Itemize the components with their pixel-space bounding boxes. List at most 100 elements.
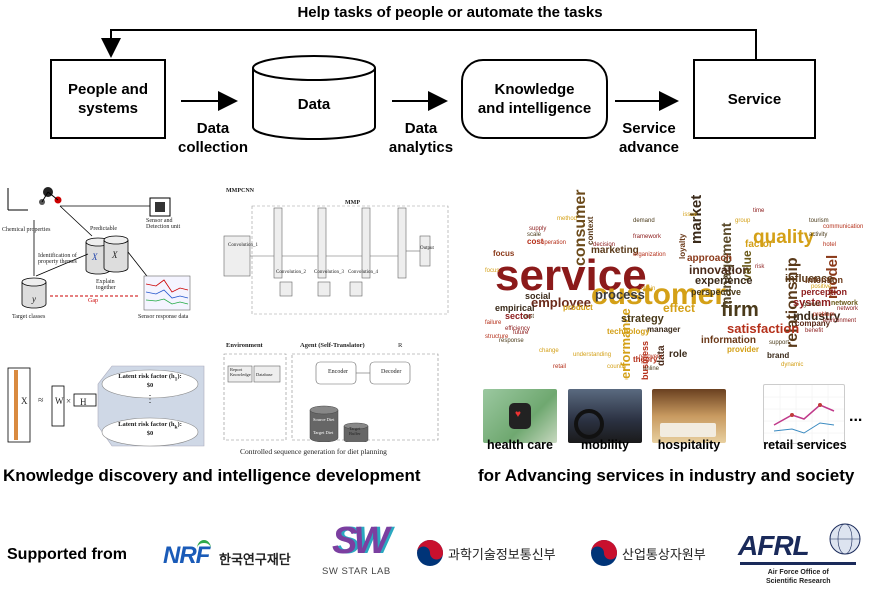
globe-icon bbox=[829, 523, 861, 555]
word-cloud-filler-word: demand bbox=[633, 218, 655, 224]
word-cloud-word: factor bbox=[745, 239, 773, 250]
word-cloud-filler-word: efficiency bbox=[505, 326, 530, 332]
retail-network-icon bbox=[764, 385, 844, 443]
word-cloud-word: theory bbox=[633, 355, 658, 364]
word-cloud-word: loyalty bbox=[678, 233, 687, 259]
word-cloud-filler-word: change bbox=[539, 348, 559, 354]
fig1-xc: X bbox=[92, 252, 98, 262]
word-cloud-word: social bbox=[525, 291, 551, 301]
fig1-diagram bbox=[7, 187, 191, 311]
fig3-times: × bbox=[66, 396, 72, 406]
fig4-target-diet: Target Diet bbox=[313, 430, 334, 435]
word-cloud-word: role bbox=[669, 349, 688, 360]
fig1-sensor-unit: Sensor and Detection unit bbox=[146, 218, 181, 230]
feedback-label: Help tasks of people or automate the tas… bbox=[297, 4, 603, 21]
word-cloud-word: intention bbox=[805, 275, 843, 285]
fig1-sensor-response: Sensor response data bbox=[138, 314, 189, 320]
photo-health-care: ♥ bbox=[483, 389, 557, 443]
word-cloud-filler-word: framework bbox=[633, 234, 662, 240]
word-cloud-word: system bbox=[793, 297, 831, 309]
fig3-risk1: Latent risk factor (h1): $0 bbox=[118, 373, 182, 389]
word-cloud-word: company bbox=[795, 319, 831, 328]
photo-hospitality bbox=[652, 389, 726, 443]
bed-icon bbox=[660, 423, 716, 437]
word-cloud-filler-word: cost bbox=[523, 314, 535, 320]
word-cloud-word: strategy bbox=[621, 313, 664, 325]
word-cloud-word: technology bbox=[607, 327, 650, 336]
feedback-loop-line bbox=[101, 29, 757, 60]
word-cloud-filler-word: issue bbox=[683, 212, 698, 218]
fig4-encoder: Encoder bbox=[328, 369, 348, 375]
word-cloud-filler-word: focus bbox=[485, 268, 500, 274]
word-cloud-word: employee bbox=[531, 295, 591, 310]
word-cloud-word: provider bbox=[727, 345, 760, 354]
word-cloud-filler-word: scale bbox=[527, 232, 542, 238]
word-cloud-filler-word: retail bbox=[553, 364, 567, 370]
fig1-chemical-properties: Chemical properties bbox=[2, 227, 51, 233]
fig3-dots: ⋮ bbox=[145, 394, 155, 405]
word-cloud-filler-word: organization bbox=[633, 252, 666, 258]
word-cloud-word: information bbox=[701, 335, 756, 346]
box-service: Service bbox=[693, 59, 816, 139]
word-cloud-filler-word: recovery bbox=[639, 354, 663, 360]
fig3-risk1-tail: ): bbox=[177, 373, 182, 380]
label-data-collection: Data collection bbox=[177, 120, 248, 156]
word-cloud-filler-word: tourism bbox=[809, 218, 829, 224]
right-heading: for Advancing services in industry and s… bbox=[478, 466, 855, 485]
motie-text: 산업통상자원부 bbox=[622, 547, 706, 562]
fig1-explain: Explain together bbox=[96, 279, 116, 291]
fig3-risk1-val: $0 bbox=[146, 382, 154, 390]
fig2-conv1: Convolution_1 bbox=[228, 243, 259, 248]
taegeuk-icon-2 bbox=[591, 540, 617, 566]
word-cloud-filler-word: growth bbox=[803, 302, 822, 308]
word-cloud-filler-word: chain bbox=[641, 286, 656, 292]
fig4-report-knowledge: Report Knowledge bbox=[230, 367, 251, 377]
word-cloud-filler-word: hotel bbox=[823, 242, 837, 248]
word-cloud-filler-word: method bbox=[557, 216, 578, 222]
word-cloud-word: cost bbox=[527, 237, 544, 246]
fig2-mmp: MMP bbox=[345, 200, 360, 206]
fig4-source-diet: Source Diet bbox=[313, 417, 335, 422]
word-cloud-filler-word: online bbox=[643, 366, 660, 372]
word-cloud-filler-word: network bbox=[837, 306, 859, 312]
word-cloud-word: perception bbox=[801, 287, 848, 297]
smartwatch-icon bbox=[509, 403, 531, 429]
fig3-risk2-sub: k bbox=[174, 424, 178, 431]
fig3-risk1-sub: 1 bbox=[174, 376, 178, 383]
word-cloud-word: innovation bbox=[689, 263, 750, 277]
box-people-systems-label: People and systems bbox=[67, 81, 149, 117]
sw-text: SW STAR LAB bbox=[322, 566, 391, 577]
photo-mobility bbox=[568, 389, 642, 443]
fig1-target-classes: Target classes bbox=[12, 314, 46, 320]
fig3-diagram bbox=[7, 365, 205, 447]
label-retail: retail services bbox=[763, 438, 847, 452]
fig3-h: H bbox=[80, 397, 87, 407]
afrl-bar bbox=[740, 562, 856, 565]
box-knowledge-label: Knowledge and intelligence bbox=[477, 81, 592, 117]
word-cloud-word: industry bbox=[793, 309, 841, 323]
box-data-label: Data bbox=[297, 96, 331, 113]
word-cloud-word: focus bbox=[493, 249, 515, 258]
msit-text: 과학기술정보통신부 bbox=[448, 547, 556, 562]
word-cloud-word: marketing bbox=[591, 245, 639, 256]
word-cloud-filler-word: failure bbox=[485, 320, 502, 326]
fig3-approx: ≈ bbox=[38, 395, 44, 406]
word-cloud-word: influence bbox=[785, 273, 834, 285]
data-cylinder bbox=[252, 55, 376, 140]
heart-icon: ♥ bbox=[515, 409, 521, 420]
box-service-label: Service bbox=[727, 90, 782, 108]
fig4-target-buffer: Target Buffer bbox=[349, 426, 361, 436]
fig4-r: R bbox=[398, 342, 403, 349]
sw-mark: SW bbox=[332, 520, 389, 562]
steering-wheel-icon bbox=[574, 409, 604, 439]
fig4-diagram bbox=[223, 353, 439, 442]
word-cloud-word: service bbox=[495, 251, 647, 300]
word-cloud-word: satisfaction bbox=[727, 321, 800, 336]
word-cloud-word: experience bbox=[695, 275, 753, 287]
word-cloud-filler-word: activity bbox=[809, 232, 828, 238]
fig3-risk2-val: $0 bbox=[146, 430, 154, 438]
fig1-identification: Identification of property themes bbox=[38, 253, 77, 265]
word-cloud-filler-word: problem bbox=[813, 312, 835, 318]
word-cloud-word: product bbox=[563, 303, 593, 312]
